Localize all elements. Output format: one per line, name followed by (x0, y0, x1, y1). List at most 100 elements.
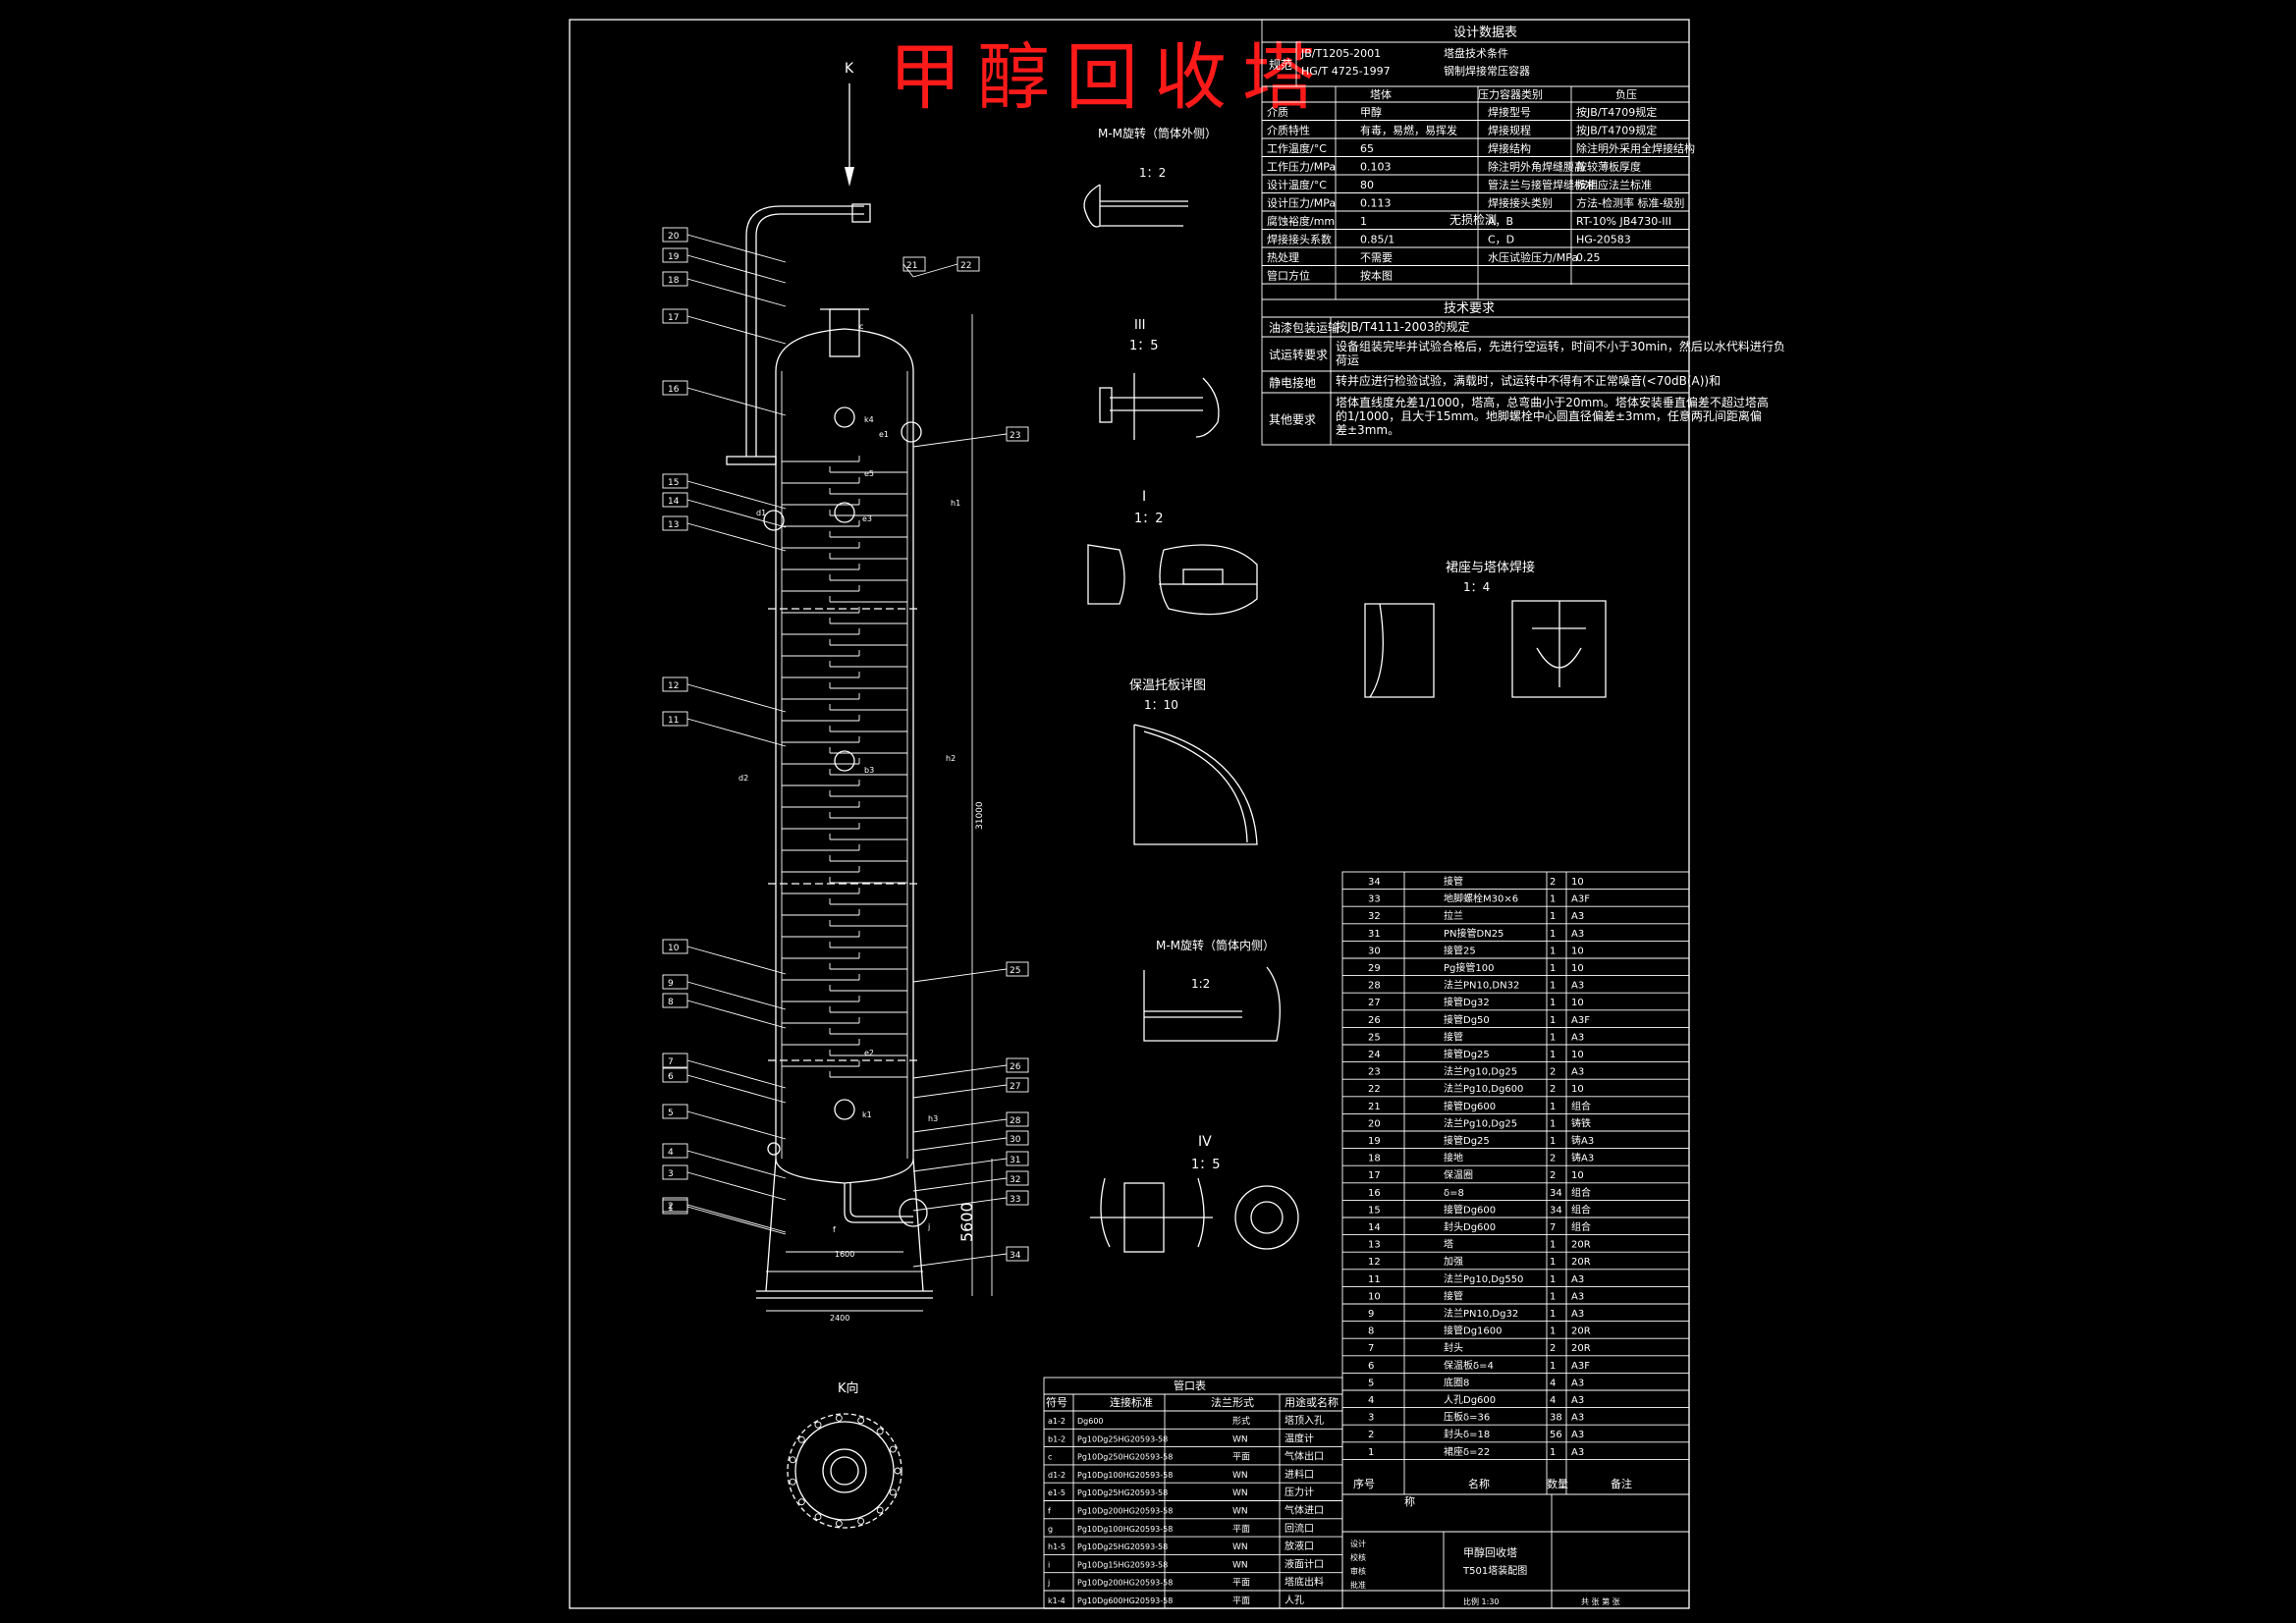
dim-width: 2400 (830, 1314, 849, 1323)
item-number: 20 (668, 232, 680, 242)
bom-name: 保温板δ=4 (1444, 1359, 1494, 1372)
dt-param: 介质特性 (1267, 124, 1310, 137)
nozzle-symbol: k1-4 (1048, 1596, 1066, 1605)
dt-value2: 除注明外采用全焊接结构 (1576, 141, 1695, 155)
dt-value2: 按JB/T4709规定 (1576, 124, 1657, 137)
item-number: 30 (1010, 1135, 1021, 1145)
tech-req-text: 荷运 (1336, 353, 1359, 367)
nozzle-standard: Pg10Dg100HG20593-58 (1077, 1525, 1173, 1534)
bom-name: 保温圈 (1444, 1168, 1473, 1181)
item-number: 22 (960, 261, 971, 271)
bom-note: A3 (1571, 911, 1584, 922)
bom-qty: 34 (1550, 1188, 1562, 1199)
bom-qty: 56 (1550, 1430, 1562, 1440)
svg-text:I: I (1142, 489, 1146, 505)
nozzle-tag: e2 (864, 1049, 874, 1057)
dt-value: 80 (1360, 179, 1374, 191)
bom-qty: 2 (1550, 1067, 1556, 1078)
nozzle-flange: WN (1232, 1507, 1248, 1517)
nozzle-flange: 平面 (1232, 1524, 1250, 1535)
bom-qty: 1 (1550, 1361, 1556, 1372)
item-number: 15 (668, 478, 679, 488)
tech-req-label: 试运转要求 (1269, 348, 1328, 362)
nozzle-table-heading: 管口表 (1174, 1379, 1206, 1392)
bom-no: 10 (1368, 1291, 1381, 1302)
dt-param: 介质 (1267, 106, 1288, 119)
k-view: K向 (787, 1380, 902, 1529)
dt-param: 管口方位 (1267, 269, 1310, 283)
bom-no: 32 (1368, 911, 1381, 922)
bom-no: 33 (1368, 894, 1381, 905)
nozzle-standard: Pg10Dg100HG20593-58 (1077, 1471, 1173, 1480)
bom-name: 法兰Pg10,Dg25 (1444, 1116, 1517, 1129)
bom-note: 10 (1571, 1050, 1584, 1060)
bom-name: 封头 (1444, 1341, 1463, 1354)
bom-note: A3 (1571, 981, 1584, 992)
title-block-label: 校核 (1350, 1552, 1366, 1562)
bom-name: 法兰PN10,DN32 (1444, 979, 1519, 992)
nozzle-purpose: 塔底出料 (1285, 1576, 1324, 1589)
bom-no: 11 (1368, 1274, 1381, 1285)
standard-name: 塔盘技术条件 (1444, 46, 1508, 60)
nozzle-standard: Pg10Dg15HG20593-58 (1077, 1560, 1168, 1569)
bom-note: 铸A3 (1571, 1134, 1594, 1147)
bom-no: 23 (1368, 1067, 1381, 1078)
bom-qty: 1 (1550, 894, 1556, 905)
bom-name: 裙座δ=22 (1444, 1445, 1490, 1458)
bom-no: 2 (1368, 1430, 1374, 1440)
dt-header-cell: 塔体 (1370, 87, 1392, 101)
item-number: 19 (668, 252, 680, 262)
nozzle-tag: d1 (756, 509, 766, 517)
bom-footer-2: 称 (1404, 1494, 1415, 1508)
nozzle-flange: WN (1232, 1434, 1248, 1444)
bom-note: 20R (1571, 1326, 1591, 1337)
svg-text:1：4: 1：4 (1463, 580, 1490, 594)
nozzle-flange: 平面 (1232, 1452, 1250, 1463)
bom-footer-header-qty: 数量 (1547, 1478, 1568, 1490)
nozzle-flange: 平面 (1232, 1578, 1250, 1589)
bom-note: A3F (1571, 894, 1590, 905)
nozzle-symbol: j (1047, 1579, 1050, 1588)
bom-note: 10 (1571, 998, 1584, 1008)
nozzle-symbol: h1-5 (1048, 1542, 1066, 1551)
bom-note: A3F (1571, 1015, 1590, 1026)
bom-note: 组合 (1571, 1220, 1591, 1233)
dt-value: 65 (1360, 142, 1374, 155)
bom-no: 17 (1368, 1170, 1381, 1181)
item-number: 7 (668, 1057, 674, 1067)
detail-iii: III 1：5 (1099, 318, 1220, 440)
bom-note: A3 (1571, 1378, 1584, 1388)
bom-name: Pg接管100 (1444, 961, 1494, 974)
bom-no: 16 (1368, 1188, 1381, 1199)
item-number: 9 (668, 979, 674, 989)
dt-value2: 按较薄板厚度 (1576, 160, 1641, 174)
tech-req-text: 设备组装完毕并试验合格后，先进行空运转，时间不小于30min，然后以水代料进行负 (1336, 339, 1785, 353)
bom-qty: 1 (1550, 1274, 1556, 1285)
bom-qty: 1 (1550, 998, 1556, 1008)
nozzle-tag: e1 (879, 430, 889, 439)
bom-footer-header-no: 序号 (1353, 1477, 1375, 1490)
nozzle-symbol: g (1048, 1525, 1053, 1534)
dim-skirt: 5600 (957, 1202, 976, 1242)
bom-name: 接地 (1444, 1152, 1463, 1164)
bom-name: 接管Dg50 (1444, 1013, 1490, 1026)
bom-qty: 7 (1550, 1222, 1556, 1233)
nozzle-symbol: a1-2 (1048, 1417, 1066, 1426)
bom-note: 10 (1571, 1170, 1584, 1181)
bom-name: 塔 (1444, 1238, 1453, 1251)
bom-qty: 34 (1550, 1205, 1562, 1216)
bom-qty: 2 (1550, 877, 1556, 888)
nozzle-flange: WN (1232, 1542, 1248, 1552)
nozzle-tag: e5 (864, 469, 874, 478)
dt-param2: 焊接规程 (1488, 124, 1531, 137)
svg-text:1：5: 1：5 (1191, 1158, 1221, 1172)
title-block-label: 设计 (1350, 1539, 1366, 1548)
bom-no: 7 (1368, 1343, 1374, 1354)
bom-qty: 1 (1550, 1050, 1556, 1060)
dt-value2: 0.25 (1576, 251, 1601, 264)
bom-no: 5 (1368, 1378, 1374, 1388)
bom-no: 4 (1368, 1395, 1374, 1406)
nozzle-standard: Pg10Dg250HG20593-58 (1077, 1453, 1173, 1462)
nozzle-standard: Pg10Dg25HG20593-58 (1077, 1434, 1168, 1443)
